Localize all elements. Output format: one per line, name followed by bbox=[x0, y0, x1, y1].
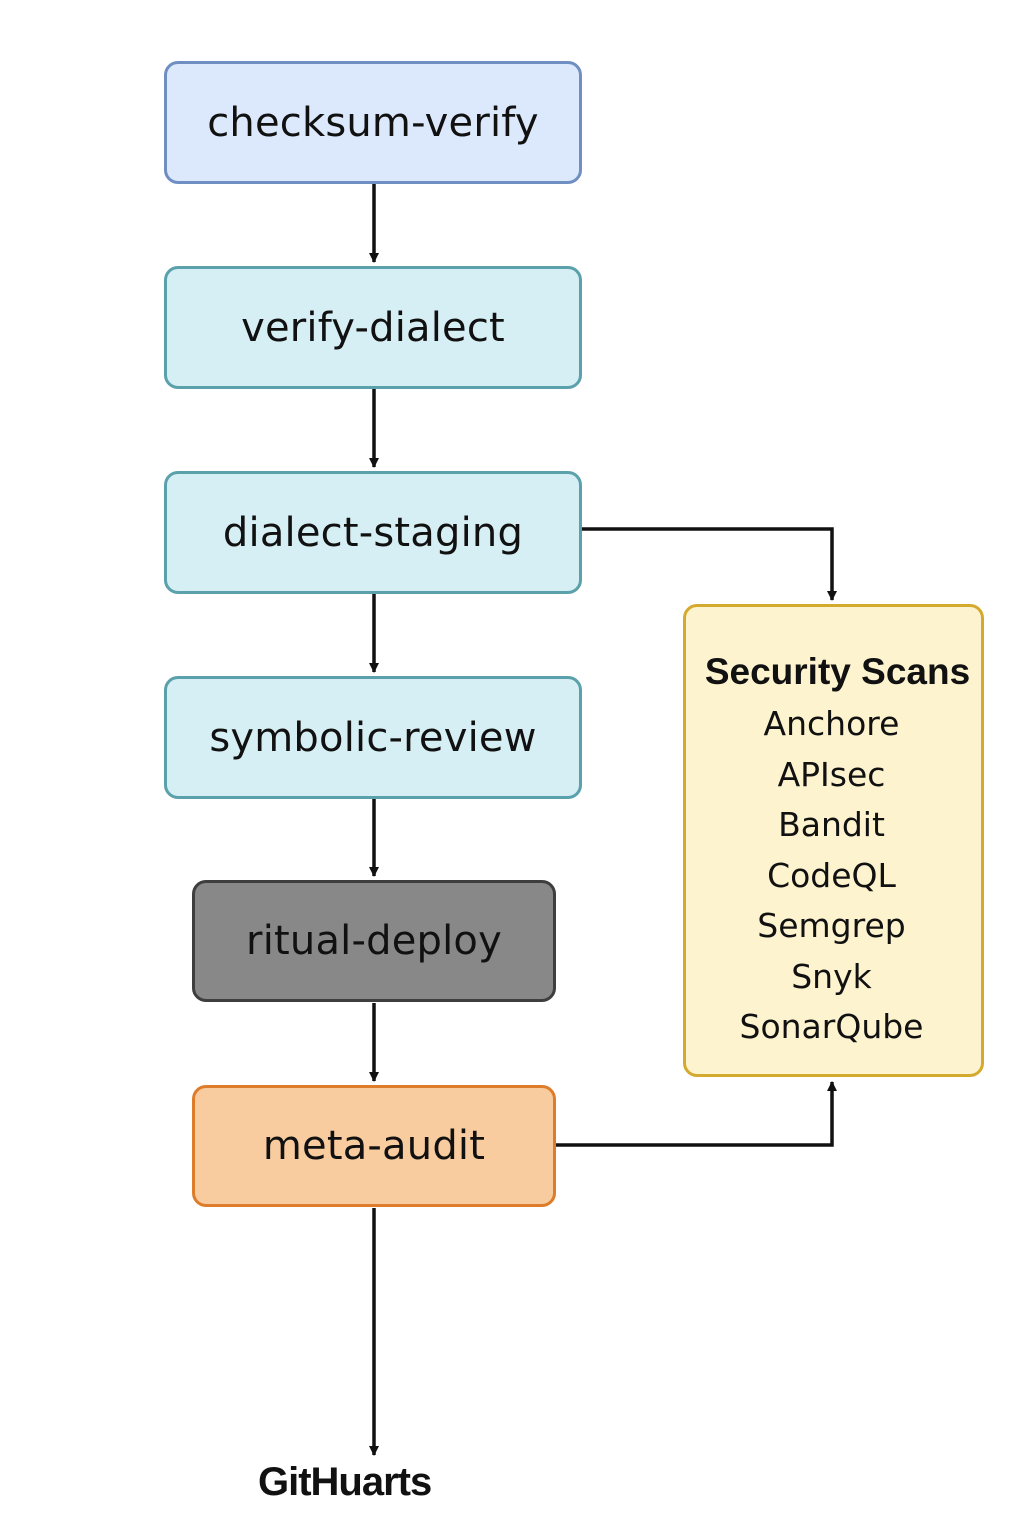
stage-dialect-staging-label: dialect-staging bbox=[222, 509, 524, 556]
stage-ritual-deploy: ritual-deploy bbox=[192, 880, 556, 1002]
stage-verify-dialect: verify-dialect bbox=[164, 266, 582, 389]
scan-tool-codeql: CodeQL bbox=[767, 855, 896, 895]
scan-tool-snyk: Snyk bbox=[791, 956, 872, 996]
githuarts-logo: GitHuarts bbox=[258, 1460, 432, 1504]
security-scans-title: Security Scans bbox=[704, 651, 971, 692]
scan-tool-apisec: APIsec bbox=[777, 754, 886, 794]
stage-symbolic-review: symbolic-review bbox=[164, 676, 582, 799]
security-scans-panel: Security Scans Anchore APIsec Bandit Cod… bbox=[683, 604, 984, 1077]
scan-tool-bandit: Bandit bbox=[778, 805, 885, 844]
stage-meta-audit: meta-audit bbox=[192, 1085, 556, 1207]
stage-ritual-deploy-label: ritual-deploy bbox=[246, 918, 502, 964]
security-scans-list: Anchore APIsec Bandit CodeQL Semgrep Sny… bbox=[682, 705, 981, 1059]
arrow-audit-to-scans bbox=[556, 1081, 837, 1147]
stage-symbolic-review-label: symbolic-review bbox=[209, 714, 537, 761]
scan-tool-sonarqube: SonarQube bbox=[739, 1007, 924, 1046]
stage-meta-audit-label: meta-audit bbox=[262, 1123, 486, 1169]
stage-verify-dialect-label: verify-dialect bbox=[241, 304, 505, 351]
stage-checksum-verify-label: checksum-verify bbox=[207, 99, 539, 146]
scan-tool-anchore: Anchore bbox=[763, 704, 900, 743]
stage-dialect-staging: dialect-staging bbox=[164, 471, 582, 594]
scan-tool-semgrep: Semgrep bbox=[757, 906, 906, 945]
stage-checksum-verify: checksum-verify bbox=[164, 61, 582, 184]
arrow-staging-to-scans bbox=[582, 527, 837, 601]
